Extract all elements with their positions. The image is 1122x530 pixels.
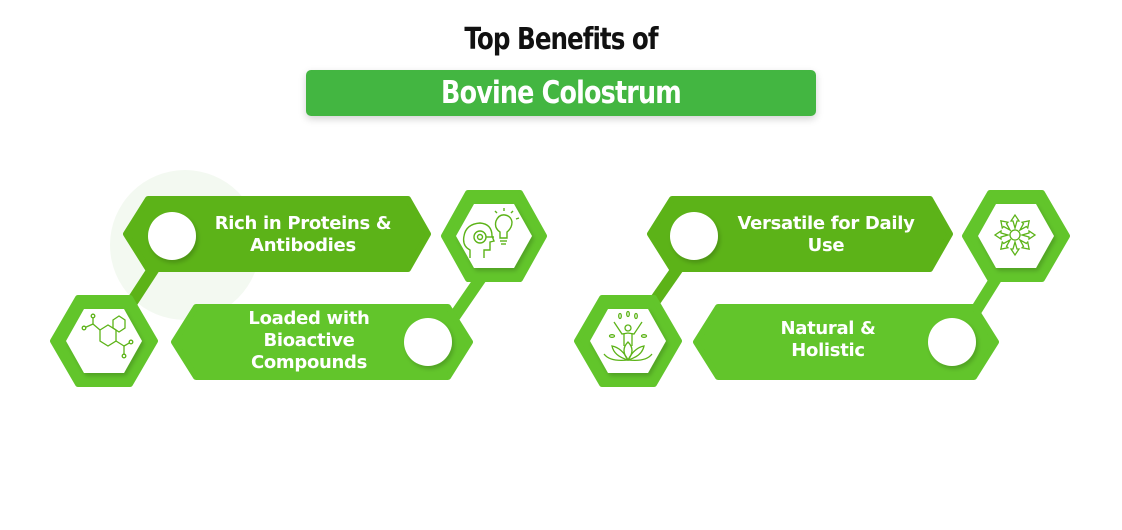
hex-molecule bbox=[50, 295, 158, 387]
label-line: Holistic bbox=[791, 340, 865, 361]
bullet-circle bbox=[404, 318, 452, 366]
benefit-label-natural: Natural & Holistic bbox=[730, 318, 926, 362]
label-line: Natural & bbox=[780, 318, 876, 339]
benefit-bar-bioactive bbox=[171, 304, 473, 380]
title-banner: Bovine Colostrum bbox=[306, 70, 816, 116]
benefit-label-bioactive: Loaded with Bioactive Compounds bbox=[204, 308, 414, 374]
hex-person-lotus bbox=[574, 295, 682, 387]
molecule-icon bbox=[81, 313, 134, 359]
page-title: Top Benefits of bbox=[464, 22, 658, 57]
label-line: Use bbox=[807, 235, 845, 256]
hex-radiating-arrows bbox=[962, 190, 1070, 282]
label-line: Antibodies bbox=[250, 235, 356, 256]
label-line: Loaded with bbox=[248, 308, 370, 329]
label-line: Rich in Proteins & bbox=[214, 213, 392, 234]
label-line: Bioactive bbox=[263, 330, 355, 351]
benefit-bar-proteins bbox=[123, 196, 431, 272]
bullet-circle bbox=[670, 212, 718, 260]
benefit-label-versatile: Versatile for Daily Use bbox=[720, 213, 932, 257]
benefit-bar-natural bbox=[693, 304, 999, 380]
bullet-circle bbox=[148, 212, 196, 260]
bullet-circle bbox=[928, 318, 976, 366]
person-lotus-icon bbox=[603, 310, 653, 362]
page-subtitle: Bovine Colostrum bbox=[441, 75, 682, 111]
benefit-bar-versatile bbox=[647, 196, 953, 272]
label-line: Compounds bbox=[250, 352, 368, 373]
benefit-label-proteins: Rich in Proteins & Antibodies bbox=[196, 213, 410, 257]
hex-brain-idea bbox=[441, 190, 547, 282]
label-line: Versatile for Daily bbox=[737, 213, 915, 234]
radiating-arrows-icon bbox=[993, 213, 1037, 257]
brain-idea-icon bbox=[462, 208, 520, 258]
